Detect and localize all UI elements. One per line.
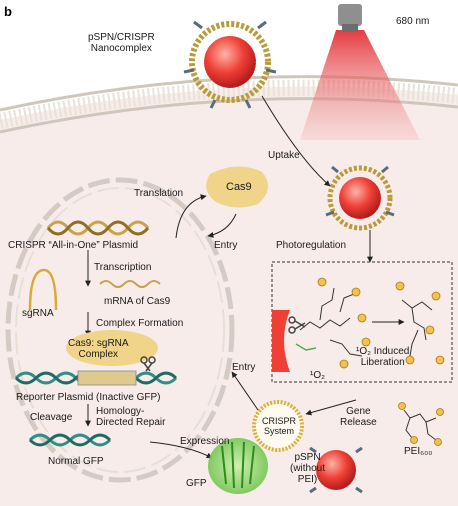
crispr-plasmid-dna bbox=[46, 220, 150, 236]
cleavage-label: Cleavage bbox=[30, 412, 73, 423]
gfp-protein bbox=[208, 438, 268, 494]
scissors-icon-2 bbox=[140, 356, 156, 372]
reporter-plasmid-label: Reporter Plasmid (Inactive GFP) bbox=[16, 392, 161, 403]
wavelength-label: 680 nm bbox=[396, 16, 430, 27]
scissors-icon bbox=[288, 316, 306, 334]
pei600-label: PEI₆₀₀ bbox=[404, 446, 433, 457]
gene-release-arrow bbox=[305, 399, 357, 416]
nucleus-envelope bbox=[5, 177, 235, 483]
uptake-arrow bbox=[261, 95, 331, 187]
expression-arrow bbox=[149, 441, 213, 459]
pspn-without-pei-label: pSPN (without PEI) bbox=[290, 452, 326, 485]
entry-bottom-label: Entry bbox=[232, 362, 256, 373]
amine-dots bbox=[317, 277, 445, 369]
nanocomplex-label: pSPN/CRISPR Nanocomplex bbox=[88, 32, 155, 54]
entry-top-label: Entry bbox=[214, 240, 238, 251]
linker-bond bbox=[295, 343, 317, 351]
pei-chains-left bbox=[299, 287, 363, 357]
uptake-label: Uptake bbox=[268, 150, 300, 161]
pspn-particle bbox=[309, 446, 363, 494]
particle-surface bbox=[272, 310, 290, 372]
inactive-gfp-segment bbox=[77, 370, 137, 386]
complex-formation-label: Complex Formation bbox=[96, 318, 184, 329]
cas9-sgrna-complex bbox=[66, 330, 158, 366]
normal-gfp-dna bbox=[28, 433, 112, 447]
photoregulation-label: Photoregulation bbox=[276, 240, 347, 251]
cas9-protein bbox=[206, 166, 269, 208]
crispr-system-particle bbox=[252, 400, 304, 452]
panel-letter: b bbox=[4, 4, 12, 19]
gene-release-label: Gene Release bbox=[340, 406, 377, 428]
entry-arrow-top bbox=[207, 213, 237, 238]
pei600-molecule bbox=[403, 409, 437, 441]
pei-chains-right bbox=[401, 299, 433, 357]
singlet-o2-label: ¹O₂ bbox=[310, 370, 325, 381]
sgrna-molecule bbox=[28, 268, 58, 311]
cas9-label: Cas9 bbox=[226, 181, 252, 193]
translation-label: Translation bbox=[134, 188, 184, 199]
o2-liberation-label: ¹O₂ Induced Liberation bbox=[356, 346, 410, 368]
laser-beam bbox=[300, 30, 420, 140]
mrna-label: mRNA of Cas9 bbox=[104, 296, 171, 307]
hdr-label: Homology- Directed Repair bbox=[96, 406, 166, 428]
crispr-system-label: CRISPR System bbox=[262, 416, 297, 436]
plasmid-label: CRISPR “All-in-One” Plasmid bbox=[8, 240, 139, 251]
entry-arrow-bottom bbox=[231, 371, 259, 411]
sgrna-label: sgRNA bbox=[22, 308, 54, 319]
expression-label: Expression bbox=[180, 436, 230, 447]
nanocomplex-internalized bbox=[325, 165, 395, 231]
transcription-label: Transcription bbox=[94, 262, 152, 273]
gfp-label: GFP bbox=[186, 478, 207, 489]
nanocomplex-top bbox=[183, 20, 277, 109]
normal-gfp-label: Normal GFP bbox=[48, 456, 104, 467]
cas9-sgrna-complex-label: Cas9: sgRNA Complex bbox=[68, 338, 129, 360]
light-source-icon bbox=[338, 4, 362, 32]
translation-arrow bbox=[175, 194, 207, 239]
mrna-cas9 bbox=[99, 280, 161, 288]
